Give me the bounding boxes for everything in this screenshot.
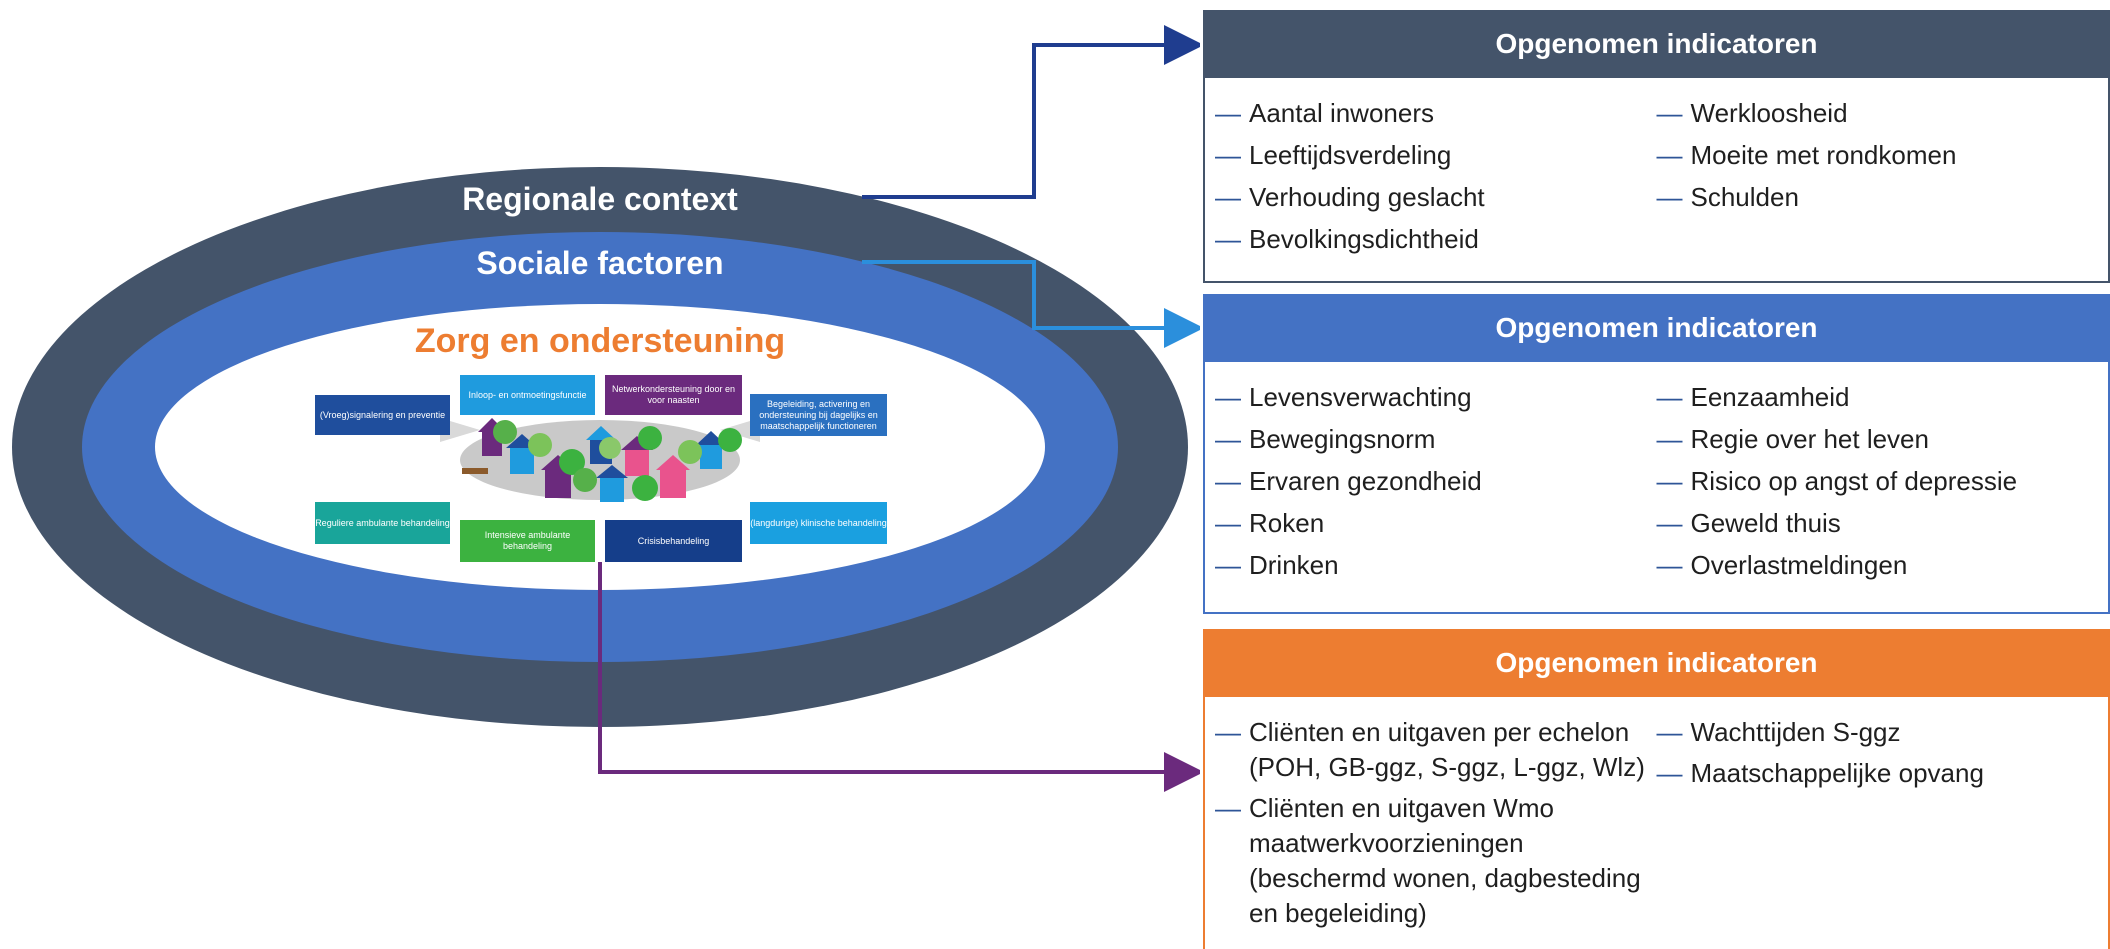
indicator-item: —Overlastmeldingen [1657,548,2099,583]
tile-vroegsignalering: (Vroeg)signalering en preventie [315,395,450,435]
dash-icon: — [1215,224,1241,254]
tile-klinische-behandeling: (langdurige) klinische behandeling [750,502,887,544]
panel-care-support: Opgenomen indicatoren — Cliënten en uitga… [1203,629,2110,949]
dash-icon: — [1656,182,1683,212]
indicator-label: Moeite met rondkomen [1690,140,1957,170]
indicator-label: Verhouding geslacht [1249,182,1485,212]
indicator-label: Ervaren gezondheid [1249,466,1482,496]
indicator-label: Bewegingsnorm [1249,424,1436,454]
dash-icon: — [1656,550,1683,580]
dash-icon: — [1215,717,1241,747]
tile-label: (Vroeg)signalering en preventie [319,409,446,420]
indicator-item: — Ervaren gezondheid [1215,464,1657,499]
outer-ellipse-label: Regionale context [462,181,738,217]
indicator-item: —Regie over het leven [1657,422,2099,457]
dash-icon: — [1215,508,1241,538]
village-illustration [440,380,760,502]
arrow-care-support [598,562,1200,792]
context-ellipse-diagram: Regionale context Sociale factoren Zorg … [12,25,1200,792]
indicator-item: — Cliënten en uitgaven Wmo maatwerkvoorzi… [1215,791,1657,931]
tile-inloop: Inloop- en ontmoetingsfunctie [460,375,595,415]
dash-icon: — [1656,140,1683,170]
indicator-item: —Risico op angst of depressie [1657,464,2099,499]
dash-icon: — [1656,382,1683,412]
indicator-label: Maatschappelijke opvang [1690,758,1984,788]
inner-ellipse-label: Zorg en ondersteuning [415,322,785,360]
panel-social-factors: Opgenomen indicatoren — Levensverwachting… [1203,294,2110,614]
indicator-label: Levensverwachting [1249,382,1472,412]
tile-label: Crisisbehandeling [637,535,710,546]
indicator-label: Geweld thuis [1690,508,1841,538]
indicator-label: Cliënten en uitgaven Wmo maatwerkvoorzie… [1249,793,1641,928]
dash-icon: — [1656,717,1683,747]
indicator-label: Werkloosheid [1690,98,1848,128]
indicator-item: — Bevolkingsdichtheid [1215,222,1657,257]
dash-icon: — [1215,98,1241,128]
tile-label: Inloop- en ontmoetingsfunctie [468,389,587,400]
indicator-item: — Levensverwachting [1215,380,1657,415]
tile-label: Netwerkondersteuning door en voor naaste… [611,384,736,405]
dash-icon: — [1215,466,1241,496]
indicator-label: Bevolkingsdichtheid [1249,224,1479,254]
panel-right-column: —Wachttijden S-ggz —Maatschappelijke opv… [1657,715,2099,937]
panel-right-column: —Eenzaamheid —Regie over het leven —Risi… [1657,380,2099,590]
indicator-item: —Eenzaamheid [1657,380,2099,415]
indicator-label: Leeftijdsverdeling [1249,140,1452,170]
tile-netwerkondersteuning: Netwerkondersteuning door en voor naaste… [605,375,742,415]
tile-label: Intensieve ambulante behandeling [484,530,571,551]
indicator-label: Drinken [1249,550,1339,580]
indicator-item: — Aantal inwoners [1215,96,1657,131]
indicator-label: Regie over het leven [1690,424,1929,454]
tile-label: Begeleiding, activering en ondersteuning… [759,398,878,431]
indicator-item: —Schulden [1657,180,2099,215]
dash-icon: — [1215,424,1241,454]
tile-reguliere-ambulante: Reguliere ambulante behandeling [315,502,450,544]
panel-right-column: —Werkloosheid —Moeite met rondkomen —Sch… [1657,96,2099,264]
panel-regional-context: Opgenomen indicatoren — Aantal inwoners —… [1203,10,2110,283]
dash-icon: — [1656,424,1683,454]
panel-left-column: — Levensverwachting — Bewegingsnorm — Ervar… [1215,380,1657,590]
dash-icon: — [1656,98,1683,128]
tile-label: Reguliere ambulante behandeling [315,517,450,528]
panel-left-column: — Cliënten en uitgaven per echelon (POH, … [1215,715,1657,937]
indicator-label: Eenzaamheid [1690,382,1850,412]
indicator-label: Aantal inwoners [1249,98,1434,128]
indicator-item: —Werkloosheid [1657,96,2099,131]
dash-icon: — [1215,140,1241,170]
tile-crisisbehandeling: Crisisbehandeling [605,520,742,562]
indicator-item: —Wachttijden S-ggz [1657,715,2099,750]
panel-header: Opgenomen indicatoren [1203,629,2110,697]
indicator-label: Schulden [1690,182,1799,212]
tile-intensieve-ambulante: Intensieve ambulante behandeling [460,520,595,562]
indicator-label: Cliënten en uitgaven per echelon (POH, G… [1249,717,1645,782]
indicator-item: — Leeftijdsverdeling [1215,138,1657,173]
indicator-label: Roken [1249,508,1325,538]
panel-header: Opgenomen indicatoren [1203,10,2110,78]
arrow-social-factors [862,260,1200,348]
panel-header: Opgenomen indicatoren [1203,294,2110,362]
indicator-item: — Drinken [1215,548,1657,583]
dash-icon: — [1656,758,1683,788]
panel-left-column: — Aantal inwoners — Leeftijdsverdeling — Ve… [1215,96,1657,264]
middle-ellipse-label: Sociale factoren [476,245,723,281]
dash-icon: — [1215,793,1241,823]
dash-icon: — [1215,382,1241,412]
indicator-item: —Geweld thuis [1657,506,2099,541]
indicator-label: Wachttijden S-ggz [1690,717,1901,747]
dash-icon: — [1215,182,1241,212]
indicator-item: —Moeite met rondkomen [1657,138,2099,173]
indicator-item: — Verhouding geslacht [1215,180,1657,215]
arrow-regional-context [862,25,1200,199]
indicator-item: — Cliënten en uitgaven per echelon (POH, … [1215,715,1657,785]
dash-icon: — [1656,466,1683,496]
indicator-item: — Bewegingsnorm [1215,422,1657,457]
indicator-label: Overlastmeldingen [1690,550,1908,580]
tile-label: (langdurige) klinische behandeling [750,517,887,528]
dash-icon: — [1215,550,1241,580]
tile-begeleiding: Begeleiding, activering en ondersteuning… [750,394,887,436]
indicator-label: Risico op angst of depressie [1690,466,2018,496]
indicator-item: — Roken [1215,506,1657,541]
indicator-item: —Maatschappelijke opvang [1657,756,2099,791]
dash-icon: — [1656,508,1683,538]
